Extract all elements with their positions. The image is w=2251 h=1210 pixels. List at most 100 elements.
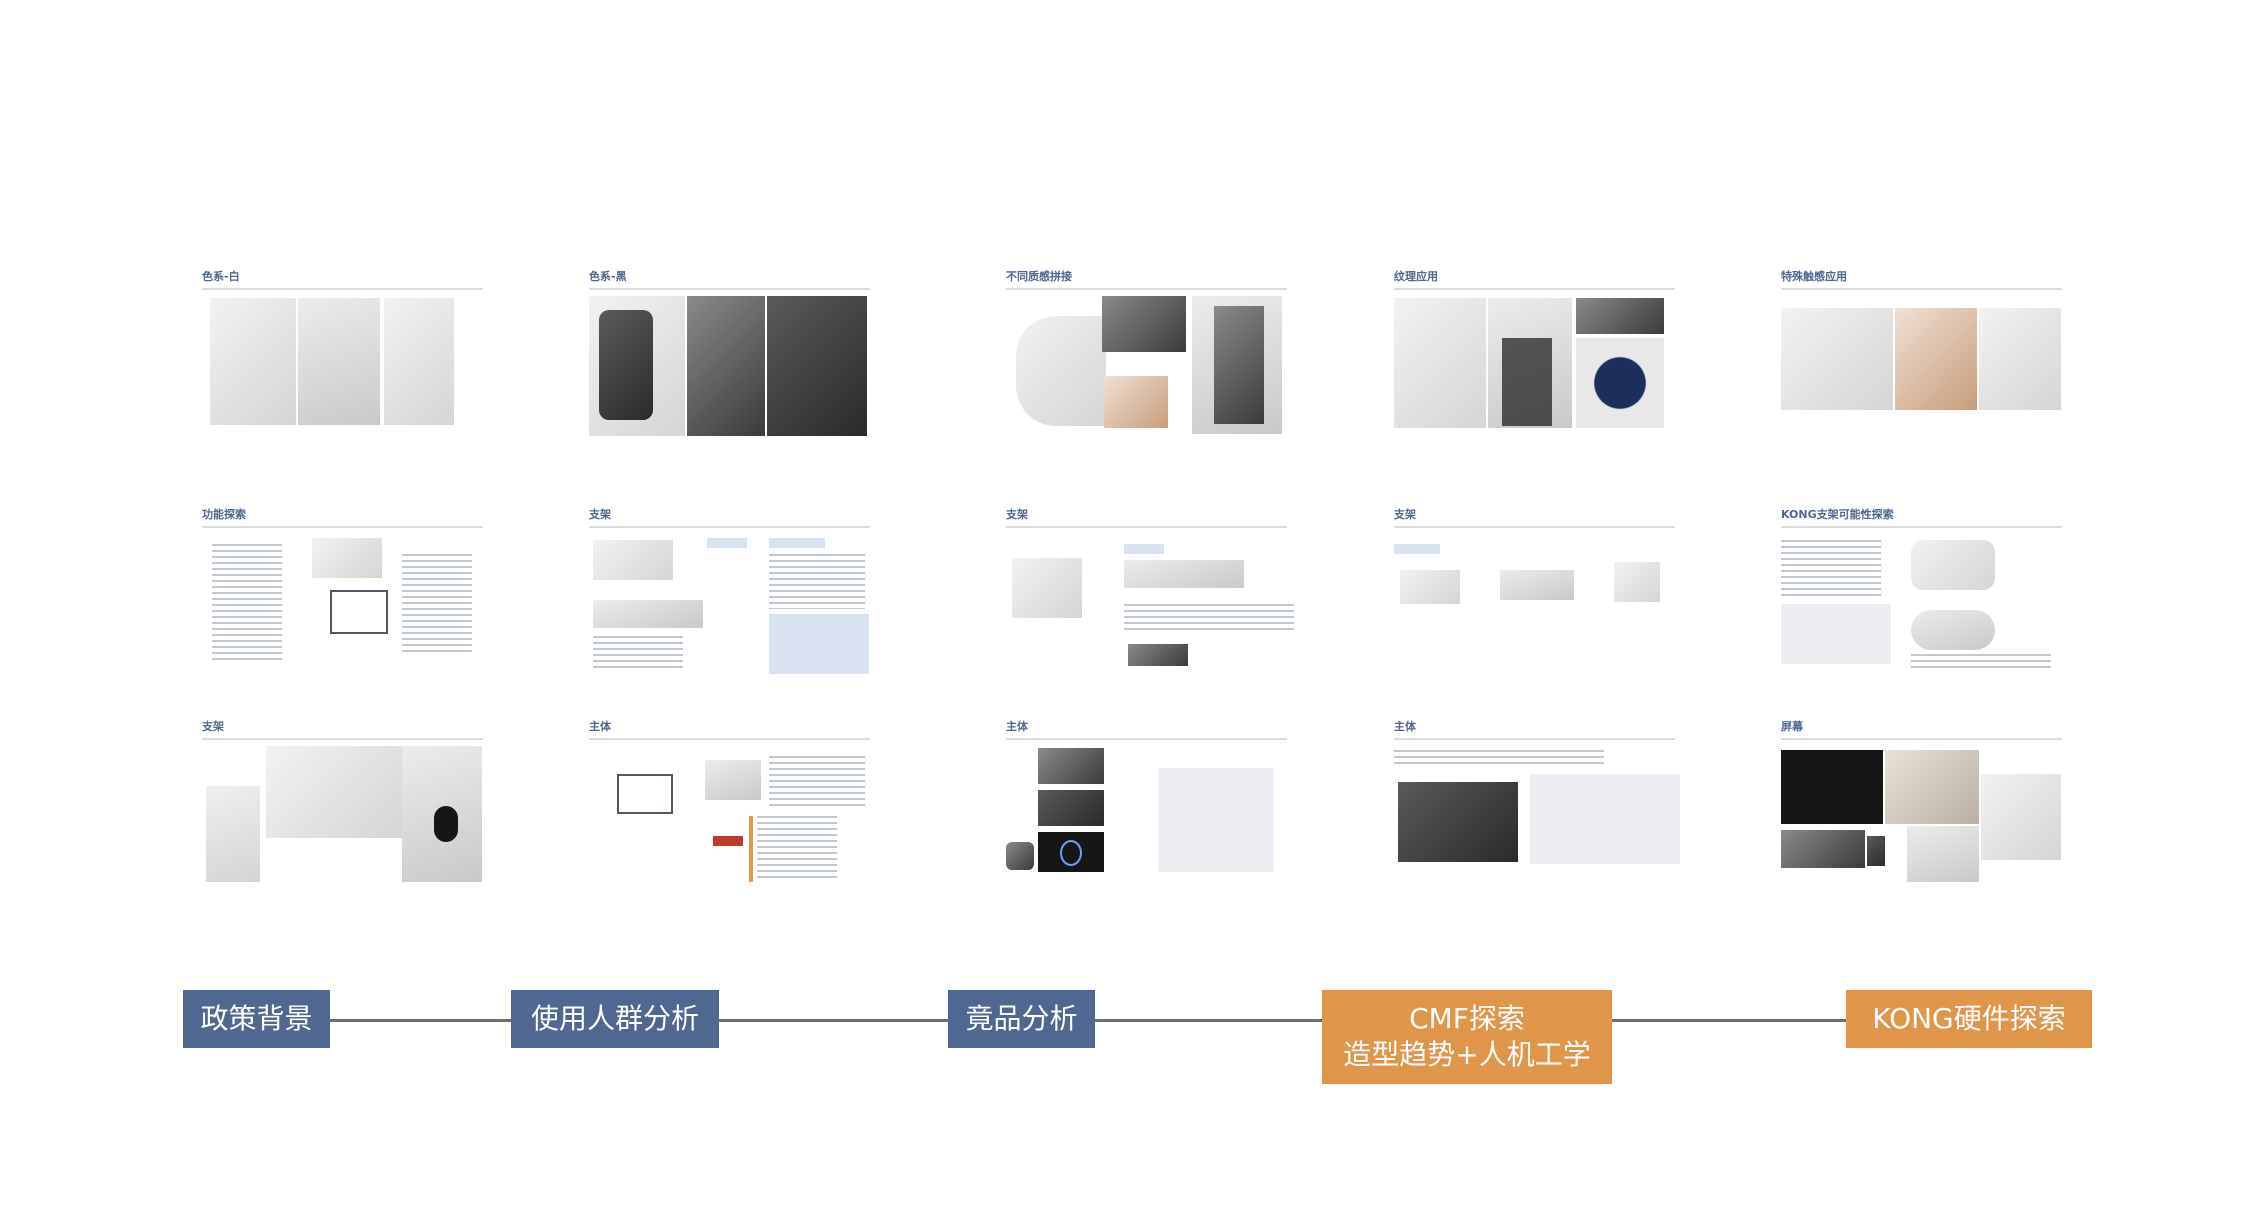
slide-title: 主体 bbox=[1006, 720, 1028, 733]
timeline-step-policy-background[interactable]: 政策背景 bbox=[183, 990, 330, 1048]
notes-box bbox=[1781, 604, 1891, 664]
product-image bbox=[1394, 298, 1486, 428]
slide-color-black: 色系-黑 bbox=[589, 270, 870, 436]
slide-title: 主体 bbox=[1394, 720, 1416, 733]
slide-color-white: 色系-白 bbox=[202, 270, 483, 431]
notes bbox=[1911, 654, 2051, 672]
step-label: 竟品分析 bbox=[965, 1002, 1078, 1035]
body-render bbox=[1911, 610, 1995, 650]
arm-sketch bbox=[593, 540, 673, 580]
product-image bbox=[1781, 308, 1893, 410]
timeline-step-competitor-analysis[interactable]: 竟品分析 bbox=[948, 990, 1095, 1048]
slide-texture-application: 纹理应用 bbox=[1394, 270, 1675, 431]
slide-stand-render: 支架 bbox=[202, 720, 483, 886]
product-image bbox=[1104, 376, 1168, 428]
notes bbox=[769, 554, 865, 609]
slide-title: 屏幕 bbox=[1781, 720, 1803, 733]
divider bbox=[202, 738, 483, 740]
timeline-step-cmf-exploration[interactable]: CMF探索 造型趋势+人机工学 bbox=[1322, 990, 1612, 1084]
slide-texture-mix: 不同质感拼接 bbox=[1006, 270, 1287, 434]
label bbox=[707, 538, 747, 548]
product-image bbox=[705, 760, 761, 800]
screen-state bbox=[1038, 748, 1104, 784]
arm-sketch bbox=[1012, 558, 1082, 618]
product-image bbox=[1781, 830, 1865, 868]
divider bbox=[589, 738, 870, 740]
label bbox=[1394, 544, 1440, 554]
slide-kong-stand-possibility: KONG支架可能性探索 bbox=[1781, 508, 2062, 674]
product-image bbox=[1907, 826, 1979, 882]
slide-stand-2: 支架 bbox=[1006, 508, 1294, 674]
product-image bbox=[1895, 308, 1977, 410]
divider bbox=[1006, 738, 1287, 740]
product-image bbox=[1016, 316, 1106, 426]
notes bbox=[1394, 750, 1604, 766]
divider bbox=[1781, 526, 2062, 528]
product-image bbox=[1979, 308, 2061, 410]
step-label: 政策背景 bbox=[200, 1002, 313, 1035]
monitor-sketch bbox=[330, 590, 388, 634]
slide-title: 色系-白 bbox=[202, 270, 240, 283]
divider bbox=[1394, 738, 1675, 740]
notes bbox=[593, 636, 683, 670]
mind-map-branch bbox=[749, 816, 753, 882]
slide-special-touch: 特殊触感应用 bbox=[1781, 270, 2062, 431]
product-image bbox=[402, 746, 482, 882]
mind-map bbox=[212, 544, 282, 664]
notes-box bbox=[1530, 774, 1680, 864]
step-label: 使用人群分析 bbox=[530, 1002, 699, 1035]
product-image bbox=[384, 298, 454, 425]
slide-main-body-3: 主体 bbox=[1394, 720, 1680, 886]
label bbox=[1124, 544, 1164, 554]
divider bbox=[1781, 738, 2062, 740]
product-image bbox=[1981, 774, 2061, 860]
notes bbox=[402, 554, 472, 654]
divider bbox=[1006, 526, 1287, 528]
slide-main-body-1: 主体 bbox=[589, 720, 870, 886]
product-image bbox=[206, 786, 260, 882]
product-image bbox=[1781, 750, 1883, 824]
slide-title: 特殊触感应用 bbox=[1781, 270, 1847, 283]
divider bbox=[589, 288, 870, 290]
slide-function-exploration: 功能探索 bbox=[202, 508, 483, 674]
notes bbox=[769, 756, 865, 806]
product-image bbox=[1192, 296, 1282, 434]
label bbox=[769, 538, 825, 548]
slide-title: 纹理应用 bbox=[1394, 270, 1438, 283]
slide-title: 主体 bbox=[589, 720, 611, 733]
timeline-step-user-analysis[interactable]: 使用人群分析 bbox=[511, 990, 719, 1048]
stand-render bbox=[1911, 540, 1995, 590]
product-image bbox=[589, 296, 685, 436]
product-image bbox=[1500, 570, 1574, 600]
mind-map bbox=[757, 816, 837, 882]
screen-state bbox=[1038, 832, 1104, 872]
slide-stand-1: 支架 bbox=[589, 508, 870, 674]
product-image bbox=[1006, 842, 1034, 870]
slide-title: 支架 bbox=[1006, 508, 1028, 521]
product-image bbox=[1867, 836, 1885, 866]
step-label: KONG硬件探索 bbox=[1872, 1002, 2066, 1035]
slide-main-body-2: 主体 bbox=[1006, 720, 1287, 886]
divider bbox=[1006, 288, 1287, 290]
slide-screen: 屏幕 bbox=[1781, 720, 2062, 886]
notes bbox=[1124, 604, 1294, 634]
product-image bbox=[1576, 298, 1664, 334]
step-label-line1: CMF探索 bbox=[1409, 1002, 1525, 1035]
timeline-step-kong-hardware[interactable]: KONG硬件探索 bbox=[1846, 990, 2092, 1048]
divider bbox=[1394, 526, 1675, 528]
slide-title: 不同质感拼接 bbox=[1006, 270, 1072, 283]
monitor-sketch bbox=[617, 774, 673, 814]
product-image bbox=[1400, 570, 1460, 604]
arm-sketch bbox=[312, 538, 382, 578]
slide-stand-3: 支架 bbox=[1394, 508, 1675, 674]
product-image bbox=[1614, 562, 1660, 602]
mind-map-node bbox=[713, 836, 743, 846]
notes-box bbox=[769, 614, 869, 674]
product-image bbox=[210, 298, 296, 425]
product-image bbox=[1885, 750, 1979, 824]
slide-title: 色系-黑 bbox=[589, 270, 627, 283]
divider bbox=[1781, 288, 2062, 290]
slide-title: 支架 bbox=[589, 508, 611, 521]
slide-title: 功能探索 bbox=[202, 508, 246, 521]
divider bbox=[1394, 288, 1675, 290]
